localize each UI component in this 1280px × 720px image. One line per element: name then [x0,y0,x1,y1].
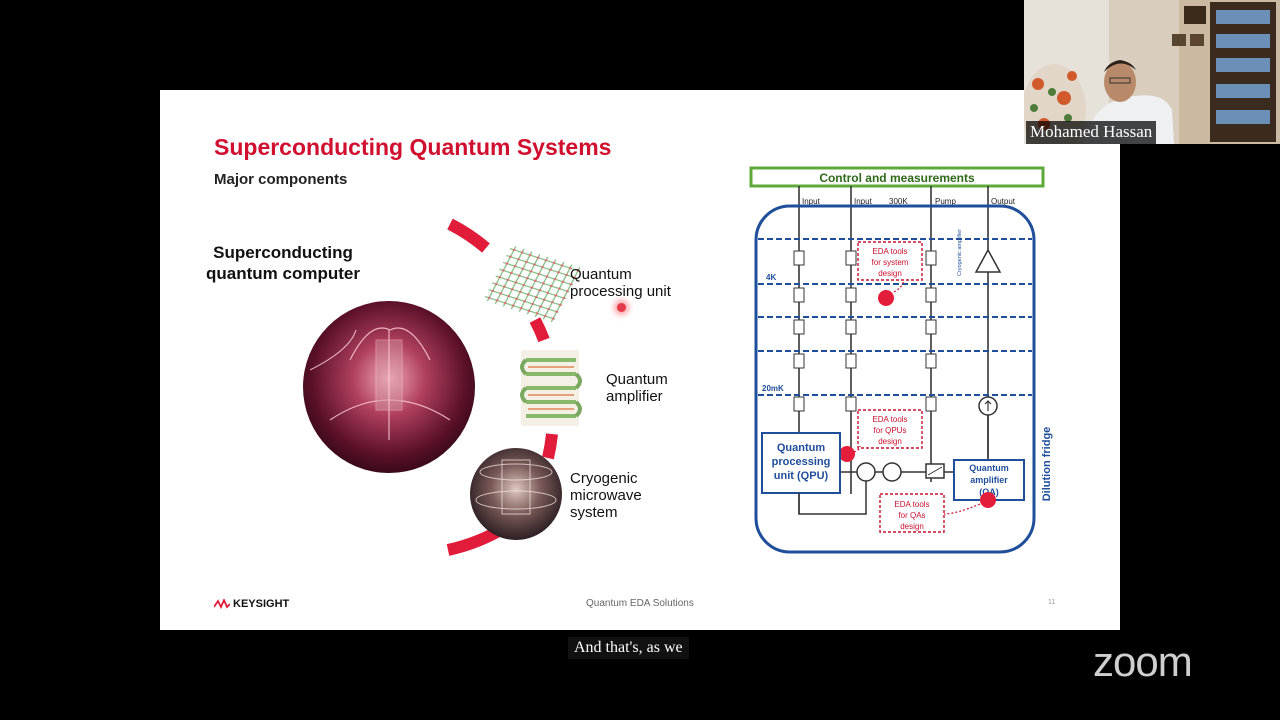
laser-pointer [617,303,626,312]
qa-box-l2: amplifier [970,475,1008,485]
diagram-header: Control and measurements [819,171,975,185]
keysight-logo: KEYSIGHT [214,598,289,610]
eda-system-l3: design [878,269,902,278]
eda-qa-icon [980,492,996,508]
qpu-box-l3: unit (QPU) [774,470,829,482]
qa-box-l1: Quantum [969,463,1009,473]
label-qpu: Quantum processing unit [570,266,671,300]
fridge-label: Dilution fridge [1041,427,1053,502]
amplifier-coils [521,350,580,426]
eda-system-icon [878,290,894,306]
participant-name: Mohamed Hassan [1026,121,1156,144]
qpu-box-l2: processing [772,456,831,468]
participant-video-tile[interactable]: Mohamed Hassan [1024,0,1280,144]
keysight-wave-icon [214,599,230,609]
zoom-logo: zoom [1093,638,1192,686]
cryo-amp-label: Cryogenic amplifier [957,229,963,276]
label-qa: Quantum amplifier [606,371,668,405]
label-cryo: Cryogenic microwave system [570,470,642,521]
stage-4k: 4K [766,273,776,282]
eda-qpu-l2: for QPUs [874,426,907,435]
eda-qpu-l3: design [878,437,902,446]
eda-qa-l3: design [900,522,924,531]
eda-qpu-l1: EDA tools [872,415,907,424]
cryogenic-system-photo [470,448,562,540]
stage-20mk: 20mK [762,384,784,393]
eda-qpu-icon [839,446,855,462]
eda-system-l2: for system [872,258,909,267]
keysight-logo-text: KEYSIGHT [233,598,289,610]
footer-center-text: Quantum EDA Solutions [586,598,694,609]
qpu-lattice [483,245,581,322]
eda-qa-l2: for QAs [898,511,925,520]
qpu-box-l1: Quantum [777,442,825,454]
slide-page-number: 11 [1048,599,1055,606]
slide-subtitle: Major components [214,171,347,188]
live-caption: And that's, as we [568,637,689,659]
eda-qa-l1: EDA tools [894,500,929,509]
eda-system-l1: EDA tools [872,247,907,256]
slide-title: Superconducting Quantum Systems [214,134,611,161]
dilution-fridge-diagram: Control and measurements Input Input 300… [746,164,1066,564]
presentation-slide: Superconducting Quantum Systems Major co… [160,90,1120,630]
